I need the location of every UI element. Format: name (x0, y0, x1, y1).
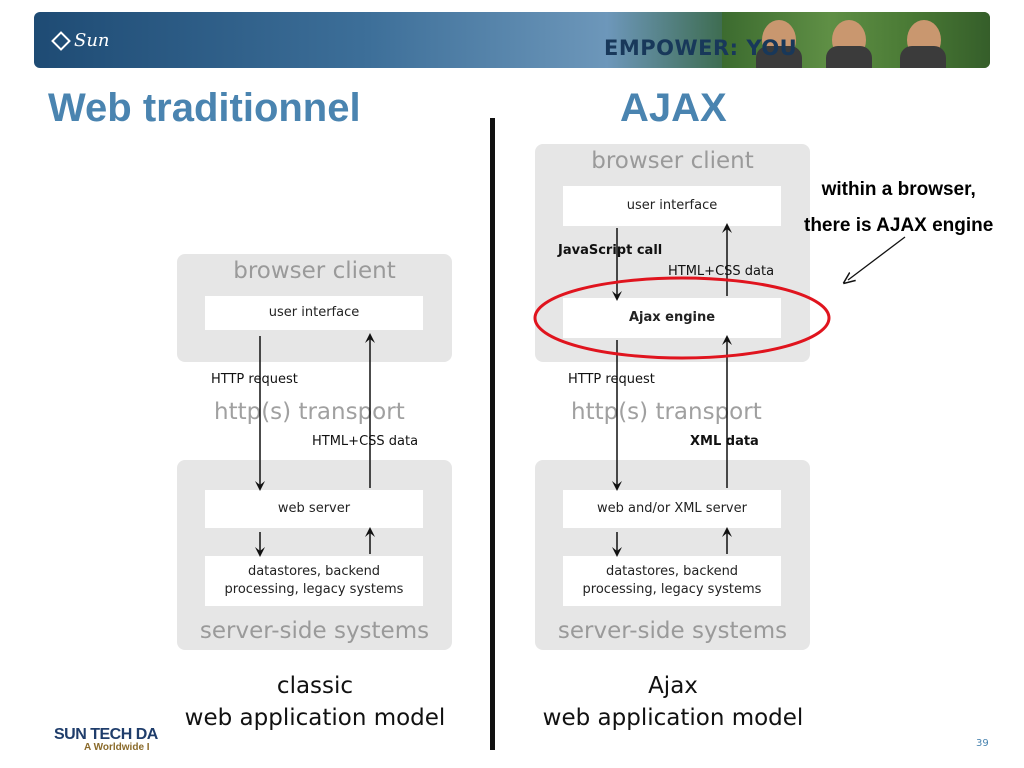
classic-datastores-box: datastores, backend processing, legacy s… (205, 556, 423, 606)
vertical-divider (490, 118, 495, 750)
classic-browser-client-box: browser client user interface (177, 254, 452, 362)
classic-caption: classic web application model (170, 670, 460, 734)
annotation-pointer-arrow (848, 236, 906, 280)
ajax-engine-highlight-ellipse (533, 276, 831, 360)
classic-datastores-line2: processing, legacy systems (224, 582, 404, 597)
title-web-traditionnel: Web traditionnel (48, 86, 361, 130)
header-photo (722, 12, 990, 68)
ajax-http-request-label: HTTP request (568, 372, 655, 387)
footer-logo: SUN TECH DA A Worldwide I (54, 726, 158, 753)
ajax-datastores-line2: processing, legacy systems (582, 582, 762, 597)
annotation-line2: there is AJAX engine (804, 215, 994, 236)
ajax-datastores-box: datastores, backend processing, legacy s… (563, 556, 781, 606)
ajax-xml-data-label: XML data (690, 434, 759, 449)
page-number: 39 (976, 738, 989, 749)
ajax-browser-client-label: browser client (591, 148, 754, 174)
ajax-web-server-box: web and/or XML server (563, 490, 781, 528)
footer-logo-line2: A Worldwide I (84, 742, 150, 753)
classic-http-request-label: HTTP request (211, 372, 298, 387)
classic-server-side-box: web server datastores, backend processin… (177, 460, 452, 650)
annotation-text: within a browser, there is AJAX engine (804, 172, 993, 244)
classic-user-interface-box: user interface (205, 296, 423, 330)
sun-logo: Sun (51, 30, 110, 51)
ajax-transport-label: http(s) transport (571, 399, 762, 425)
logo-text: Sun (74, 30, 110, 51)
ajax-server-side-box: web and/or XML server datastores, backen… (535, 460, 810, 650)
classic-datastores-line1: datastores, backend (247, 564, 381, 579)
classic-caption-line1: classic (276, 673, 354, 699)
header-tagline: EMPOWER: YOU (604, 36, 798, 60)
ajax-browser-client-box: browser client user interface Ajax engin… (535, 144, 810, 362)
classic-caption-line2: web application model (184, 705, 446, 731)
footer-logo-line1: SUN TECH DA (54, 726, 158, 743)
ajax-caption-line1: Ajax (648, 673, 698, 699)
classic-web-server-box: web server (205, 490, 423, 528)
header-banner: Sun EMPOWER: YOU (34, 12, 990, 68)
classic-browser-client-label: browser client (233, 258, 396, 284)
ajax-engine-box: Ajax engine (563, 298, 781, 338)
ajax-caption-line2: web application model (542, 705, 804, 731)
ajax-server-side-label: server-side systems (557, 618, 788, 644)
classic-server-side-label: server-side systems (199, 618, 430, 644)
annotation-line1: within a browser, (821, 179, 976, 200)
ajax-datastores-line1: datastores, backend (605, 564, 739, 579)
classic-html-css-label: HTML+CSS data (312, 434, 419, 449)
ajax-caption: Ajax web application model (528, 670, 818, 734)
classic-transport-label: http(s) transport (214, 399, 405, 425)
ajax-user-interface-box: user interface (563, 186, 781, 226)
ajax-javascript-call-label: JavaScript call (558, 243, 663, 258)
title-ajax: AJAX (620, 86, 727, 130)
ajax-html-css-label: HTML+CSS data (668, 264, 775, 279)
